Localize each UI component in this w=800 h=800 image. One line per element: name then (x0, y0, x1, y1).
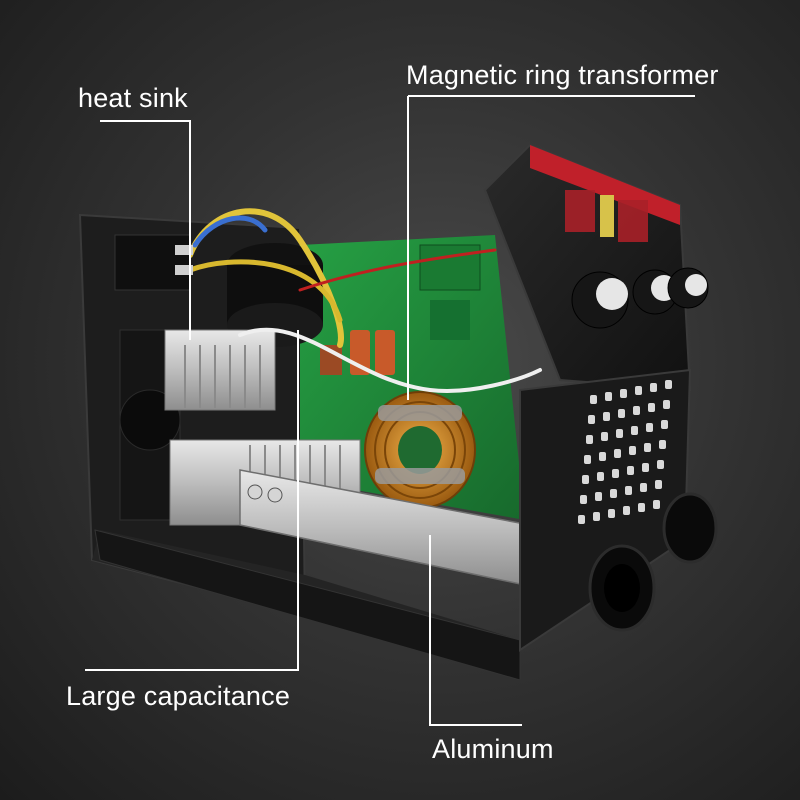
vent-hole (625, 486, 632, 495)
vent-hole (635, 386, 642, 395)
wiring (187, 208, 542, 393)
vent-hole (586, 435, 593, 444)
vent-hole (605, 392, 612, 401)
vent-hole (627, 466, 634, 475)
vent-hole (631, 426, 638, 435)
label-large-capacitance: Large capacitance (66, 681, 291, 711)
vent-hole (601, 432, 608, 441)
callout-lines (85, 95, 695, 726)
terminal-block (114, 234, 193, 291)
vent-hole (584, 455, 591, 464)
vent-hole (620, 389, 627, 398)
vent-hole (578, 515, 585, 524)
vent-hole (657, 460, 664, 469)
vent-hole (597, 472, 604, 481)
vent-hole (633, 406, 640, 415)
front-panel (483, 143, 692, 392)
vent-hole (659, 440, 666, 449)
vent-hole (646, 423, 653, 432)
callout-heat-sink (100, 120, 191, 340)
vent-hole (663, 400, 670, 409)
label-aluminum: Aluminum (432, 734, 554, 764)
callout-large-capacitance (85, 330, 299, 671)
vent-hole (610, 489, 617, 498)
heat-sink-upper (164, 329, 276, 411)
vent-hole (614, 449, 621, 458)
vent-hole (644, 443, 651, 452)
vent-hole (582, 475, 589, 484)
label-magnetic-ring-transformer: Magnetic ring transformer (406, 60, 719, 90)
vent-hole (623, 506, 630, 515)
vent-hole (603, 412, 610, 421)
vent-hole (653, 500, 660, 509)
vent-hole (648, 403, 655, 412)
vent-hole (616, 429, 623, 438)
vent-hole (580, 495, 587, 504)
vent-hole (590, 395, 597, 404)
vent-hole (638, 503, 645, 512)
vent-hole (655, 480, 662, 489)
vent-hole (588, 415, 595, 424)
vent-hole (618, 409, 625, 418)
vent-hole (642, 463, 649, 472)
vent-hole (665, 380, 672, 389)
vent-hole (661, 420, 668, 429)
control-knobs (571, 267, 709, 329)
perforated-panel (519, 368, 692, 652)
vent-hole (595, 492, 602, 501)
bottom-rail (94, 529, 521, 681)
label-heat-sink: heat sink (78, 83, 188, 113)
callout-aluminum (429, 535, 522, 726)
vent-hole (608, 509, 615, 518)
vent-hole (640, 483, 647, 492)
vent-hole (612, 469, 619, 478)
vent-hole (629, 446, 636, 455)
vent-hole (593, 512, 600, 521)
output-sockets (588, 492, 718, 632)
toroidal-transformer (364, 391, 476, 509)
vent-hole (650, 383, 657, 392)
vent-hole (599, 452, 606, 461)
